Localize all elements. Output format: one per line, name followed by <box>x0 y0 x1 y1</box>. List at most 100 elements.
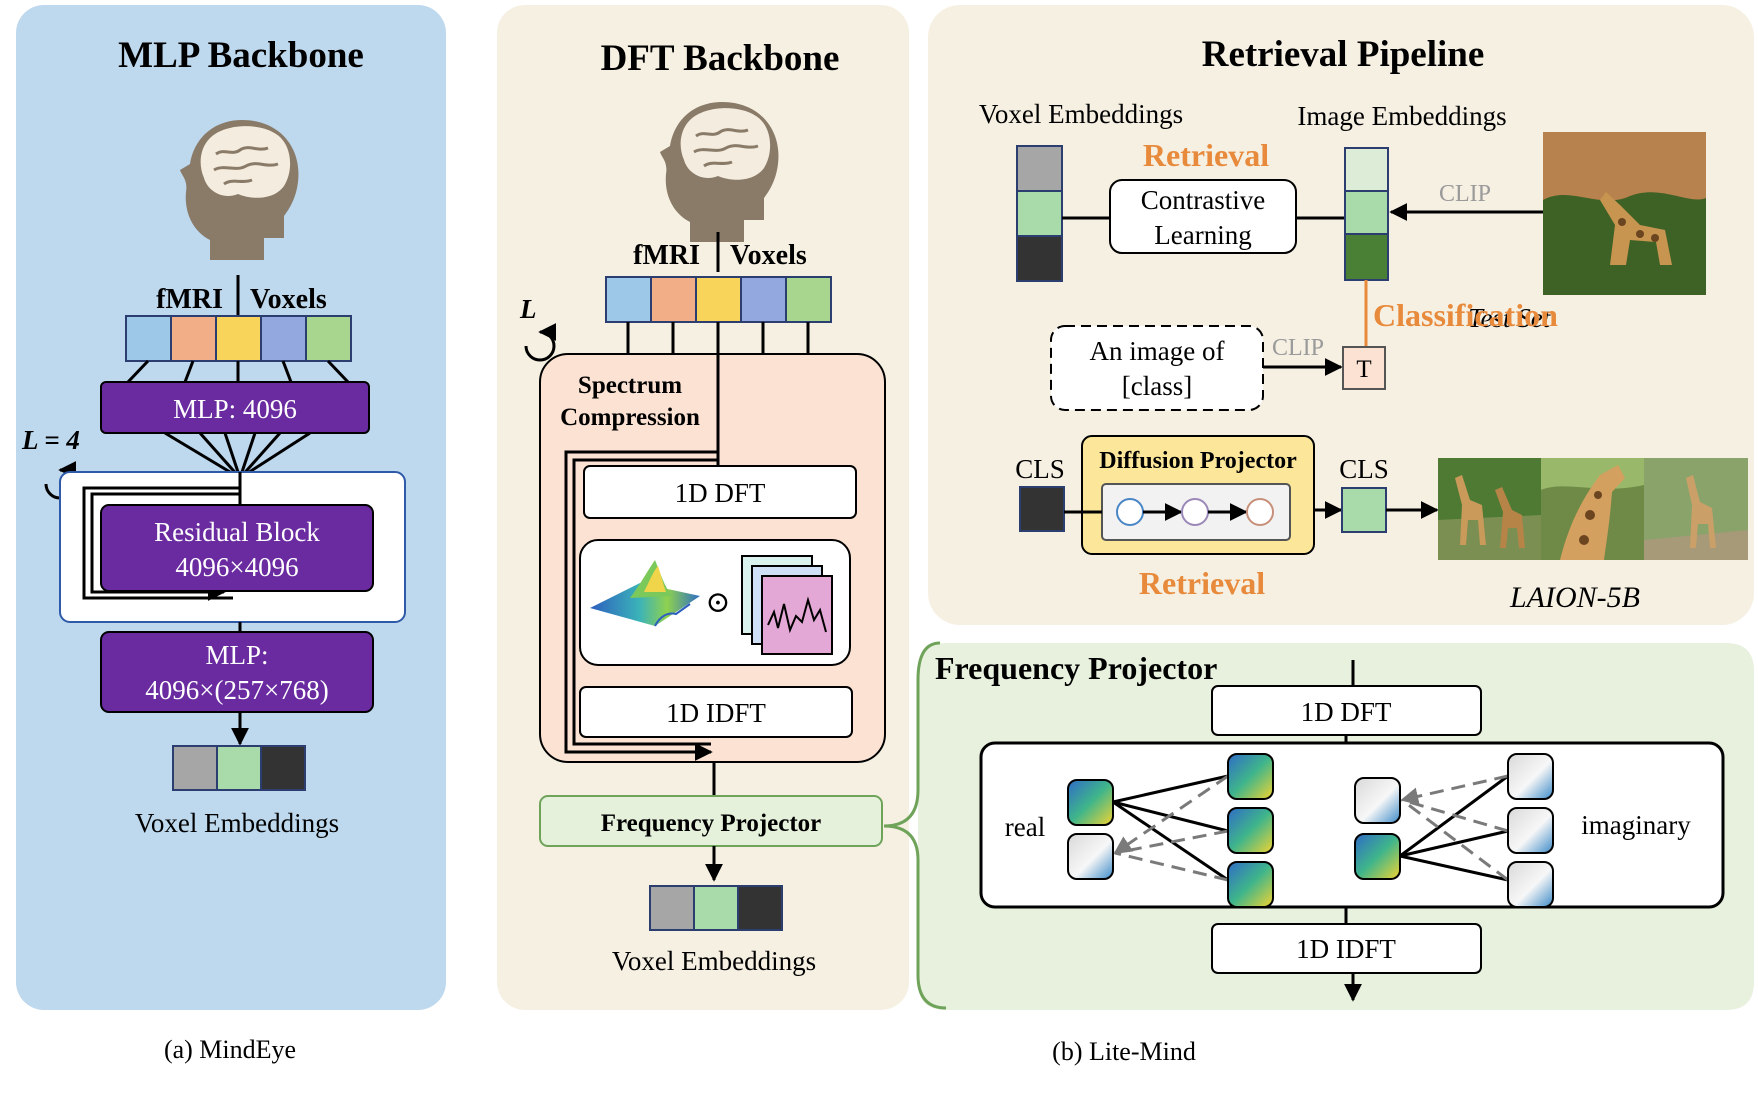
diffusion-step-node <box>1246 498 1274 526</box>
mlp-voxel-row <box>125 315 352 362</box>
spectrum-label: Spectrum <box>578 372 682 399</box>
image-embeddings-label: Image Embeddings <box>1297 101 1506 131</box>
mlp-output-label: MLP: <box>205 640 268 670</box>
cls-output-box <box>1341 487 1387 533</box>
real-network-edges <box>1112 774 1229 882</box>
network-node <box>1354 777 1401 824</box>
fp-1d-dft-label: 1D DFT <box>1301 697 1392 727</box>
text-token-label: T <box>1356 356 1371 383</box>
dft-loop-label: L <box>519 294 537 324</box>
diffusion-step-node <box>1181 498 1209 526</box>
fp-1d-idft-block <box>1211 923 1482 974</box>
retrieval-top-label: Retrieval <box>1143 137 1269 173</box>
dft-title: DFT Backbone <box>601 38 840 79</box>
fp-imag-label: imaginary <box>1581 810 1691 840</box>
mlp-title: MLP Backbone <box>118 35 364 76</box>
voxel-embeddings-label: Voxel Embeddings <box>979 99 1183 129</box>
prompt-line1: An image of <box>1090 336 1225 366</box>
network-node <box>1227 753 1274 800</box>
dft-1d-dft-block <box>583 465 857 519</box>
retrieval-title: Retrieval Pipeline <box>1202 34 1485 75</box>
mlp-4096-label: MLP: 4096 <box>173 394 297 424</box>
mlp-output-size: 4096×(257×768) <box>145 675 328 705</box>
mlp-embedding-row <box>172 745 306 791</box>
fp-title: Frequency Projector <box>935 650 1217 686</box>
mlp-loop-label: L = 4 <box>21 425 80 455</box>
loop-arrow-icon <box>524 323 557 362</box>
residual-block-label: Residual Block <box>154 517 320 547</box>
network-node <box>1227 861 1274 908</box>
dft-fmri-label: fMRI <box>633 240 700 271</box>
voxel-embedding-column <box>1016 145 1063 282</box>
cls-input-box <box>1019 486 1065 532</box>
dft-1d-idft-label: 1D IDFT <box>666 698 766 728</box>
frequency-projector-label: Frequency Projector <box>601 810 822 837</box>
test-set-giraffe-image <box>1543 132 1706 295</box>
test-set-label: Test Set <box>1468 303 1552 333</box>
fp-connector-line <box>883 641 941 828</box>
dft-voxels-label: Voxels <box>730 240 807 271</box>
filter-stack-icon <box>741 555 833 655</box>
mlp-voxel-edges <box>126 359 350 384</box>
voxel-cell <box>260 315 307 362</box>
voxel-cell <box>215 315 262 362</box>
dft-embedding-row <box>649 885 783 931</box>
network-node <box>1507 753 1554 800</box>
frequency-projector-block <box>539 795 883 847</box>
dft-embeddings-label: Voxel Embeddings <box>612 946 816 976</box>
clip-label-bottom: CLIP <box>1272 335 1324 361</box>
residual-block-size: 4096×4096 <box>175 552 298 582</box>
mlp-embeddings-label: Voxel Embeddings <box>135 808 339 838</box>
caption-a: (a) MindEye <box>164 1035 296 1064</box>
dft-1d-idft-block <box>579 686 853 738</box>
diffusion-step-node <box>1116 498 1144 526</box>
network-node <box>1227 807 1274 854</box>
brain-head-icon <box>660 102 779 242</box>
retrieval-pipeline-panel: Retrieval Pipeline Voxel Embeddings Imag… <box>928 5 1754 625</box>
prompt-line2: [class] <box>1122 371 1192 401</box>
mlp-fan-edges <box>164 431 311 480</box>
network-node <box>1507 807 1554 854</box>
clip-label-top: CLIP <box>1439 181 1491 207</box>
network-node <box>1507 861 1554 908</box>
residual-skip-line <box>82 486 240 600</box>
dft-1d-dft-label: 1D DFT <box>675 478 766 508</box>
cls-input-label: CLS <box>1015 454 1065 484</box>
caption-b: (b) Lite-Mind <box>1052 1037 1196 1066</box>
image-embedding-column <box>1344 147 1389 281</box>
text-token-box <box>1342 346 1386 390</box>
voxel-cell <box>125 315 172 362</box>
laion-retrieved-images <box>1438 458 1748 560</box>
fp-real-label: real <box>1005 812 1045 842</box>
residual-block <box>100 504 374 592</box>
imaginary-network-nodes <box>1354 753 1554 908</box>
laion-label: LAION-5B <box>1509 581 1640 614</box>
dft-skip-line <box>564 450 718 761</box>
classification-label: Classification <box>1373 297 1558 333</box>
dft-voxel-row <box>605 276 832 323</box>
cls-output-label: CLS <box>1339 454 1389 484</box>
brain-head-icon <box>180 120 299 260</box>
imaginary-network-edges <box>1399 774 1509 882</box>
mlp-fmri-label: fMRI <box>156 284 223 315</box>
mlp-voxels-label: Voxels <box>250 284 327 315</box>
compression-label: Compression <box>560 404 700 431</box>
dft-voxel-edges <box>626 322 810 466</box>
network-node <box>1067 833 1114 880</box>
diffusion-projector-label: Diffusion Projector <box>1099 448 1297 474</box>
dft-backbone-panel: DFT Backbone fMRI Voxels L Spectrum Com <box>497 5 909 1010</box>
retrieval-bottom-label: Retrieval <box>1139 565 1265 601</box>
voxel-cell <box>305 315 352 362</box>
network-node <box>1354 833 1401 880</box>
voxel-cell <box>170 315 217 362</box>
frequency-projector-panel: Frequency Projector 1D DFT real imaginar… <box>883 641 1754 1010</box>
mlp-output-block <box>100 631 374 713</box>
contrastive-label: Contrastive <box>1141 185 1265 215</box>
spectrum-surface-icon <box>590 560 700 627</box>
hadamard-product-icon: ⊙ <box>705 586 730 619</box>
real-network-nodes <box>1067 753 1274 908</box>
mlp-4096-block <box>100 381 370 434</box>
mlp-backbone-panel: MLP Backbone fMRI Voxels MLP: 4096 <box>16 5 446 1010</box>
network-node <box>1067 779 1114 826</box>
